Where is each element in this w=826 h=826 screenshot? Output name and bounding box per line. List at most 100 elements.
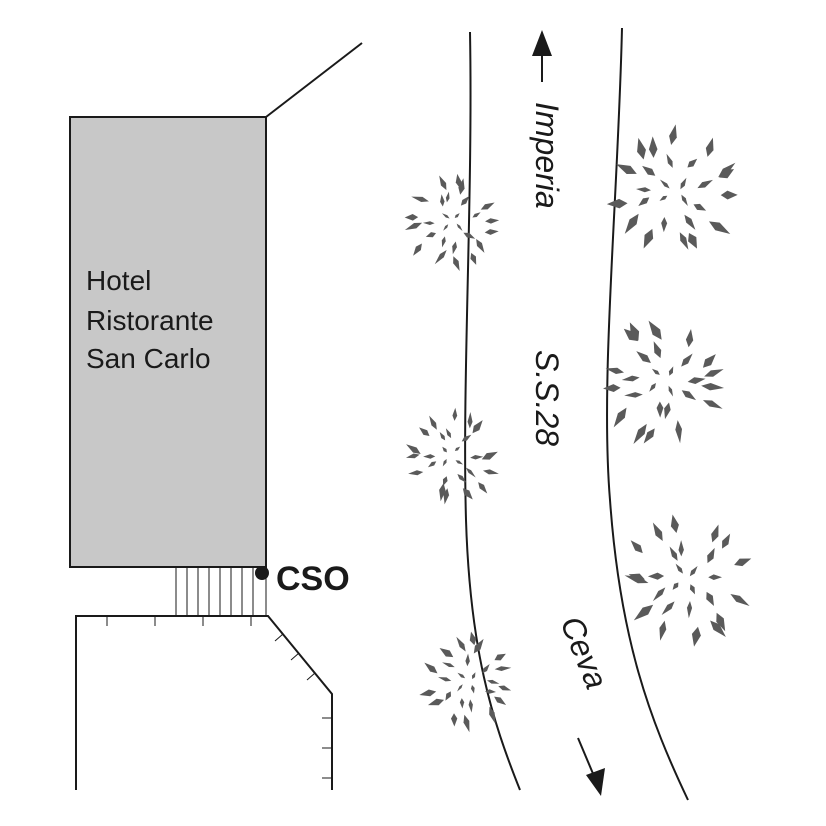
tree-leaf [701, 382, 725, 391]
tree-leaf [651, 368, 660, 375]
tree-leaf [456, 223, 463, 231]
tree-leaf [411, 196, 429, 203]
tree-leaf [494, 666, 512, 672]
tree-leaf [440, 194, 445, 207]
tree-leaf [689, 565, 698, 577]
tree-leaf [719, 169, 735, 179]
tree-leaf [705, 137, 714, 157]
tree-leaf [661, 217, 668, 233]
tree-leaf [469, 631, 477, 646]
tree-leaf [670, 514, 679, 533]
tree-leaf [678, 540, 684, 557]
tree-leaf [629, 322, 640, 341]
tree-leaf [463, 714, 470, 733]
tree-leaf [455, 173, 462, 188]
tree-leaf [494, 653, 506, 661]
tree-leaf [425, 232, 437, 238]
tree-leaf [664, 402, 671, 420]
tree-icon [405, 407, 499, 505]
tree-leaf [463, 232, 476, 239]
tree-leaf [681, 194, 688, 207]
tree-leaf [457, 684, 463, 692]
tree-leaf [689, 584, 695, 595]
tree-leaf [423, 454, 436, 459]
tree-leaf [456, 636, 466, 652]
tree-leaf [438, 677, 452, 682]
road-label-north-destination: Imperia [529, 102, 565, 209]
tree-leaf [708, 574, 722, 581]
tree-leaf [485, 218, 500, 224]
tree-leaf [442, 662, 455, 668]
tree-leaf [465, 653, 470, 667]
tree-leaf [476, 238, 485, 253]
tree-leaf [675, 563, 683, 574]
tree-leaf [482, 663, 490, 674]
tree-leaf [439, 483, 446, 502]
tree-leaf [643, 228, 654, 249]
tree-leaf [484, 229, 499, 235]
tree-leaf [413, 243, 422, 256]
tree-leaf [457, 672, 466, 679]
tree-leaf [489, 706, 496, 725]
tree-leaf [441, 236, 446, 248]
tree-icon [602, 320, 725, 444]
tree-leaf [684, 214, 696, 230]
tree-leaf [666, 153, 673, 168]
tree-leaf [672, 582, 679, 590]
tree-leaf [470, 252, 477, 265]
tree-leaf [452, 407, 458, 421]
cso-label: CSO [276, 560, 350, 598]
tree-leaf [642, 165, 656, 176]
tree-leaf [481, 451, 498, 460]
tree-leaf [405, 453, 420, 459]
tree-leaf [494, 696, 507, 705]
tree-leaf [445, 691, 451, 701]
tree-leaf [656, 401, 664, 418]
tree-leaf [707, 547, 715, 564]
tree-leaf [442, 459, 447, 467]
tree-leaf [453, 256, 460, 271]
tree-leaf [470, 455, 484, 460]
tree-leaf [419, 427, 430, 436]
tree-leaf [633, 423, 647, 444]
tree-leaf [434, 249, 447, 265]
tree-leaf [648, 320, 662, 340]
north-arrow-icon [532, 30, 552, 82]
tree-leaf [649, 383, 656, 392]
tree-icon [624, 514, 752, 647]
tree-leaf [462, 488, 473, 500]
tree-leaf [628, 573, 645, 582]
tree-leaf [404, 222, 423, 231]
cso-marker-dot[interactable] [255, 566, 269, 580]
tree-leaf [686, 600, 693, 619]
tree-leaf [637, 137, 646, 160]
tree-leaf [613, 407, 627, 428]
tree-leaf [659, 195, 668, 201]
tree-leaf [460, 196, 470, 206]
tree-leaf [406, 444, 421, 455]
tree-leaf [638, 197, 650, 206]
tree-leaf [472, 212, 481, 218]
tree-leaf [722, 533, 731, 549]
tree-leaf [681, 353, 693, 367]
tree-leaf [498, 685, 512, 691]
trees-group [404, 124, 752, 733]
tree-icon [419, 631, 512, 733]
tree-leaf [419, 689, 437, 697]
tree-leaf [691, 626, 701, 647]
tree-leaf [702, 354, 716, 368]
tree-leaf [679, 232, 689, 250]
tree-leaf [653, 341, 662, 359]
tree-leaf [687, 377, 706, 384]
tree-leaf [669, 546, 678, 561]
tree-leaf [659, 620, 667, 641]
tree-leaf [473, 638, 484, 654]
road-label-name: S.S.28 [529, 350, 565, 446]
tree-leaf [442, 476, 448, 486]
tree-leaf [445, 191, 450, 203]
tree-icon [404, 173, 500, 271]
tree-leaf [702, 400, 723, 409]
tree-leaf [648, 136, 658, 158]
tree-leaf [675, 420, 682, 444]
staircase-hatching [175, 567, 267, 616]
